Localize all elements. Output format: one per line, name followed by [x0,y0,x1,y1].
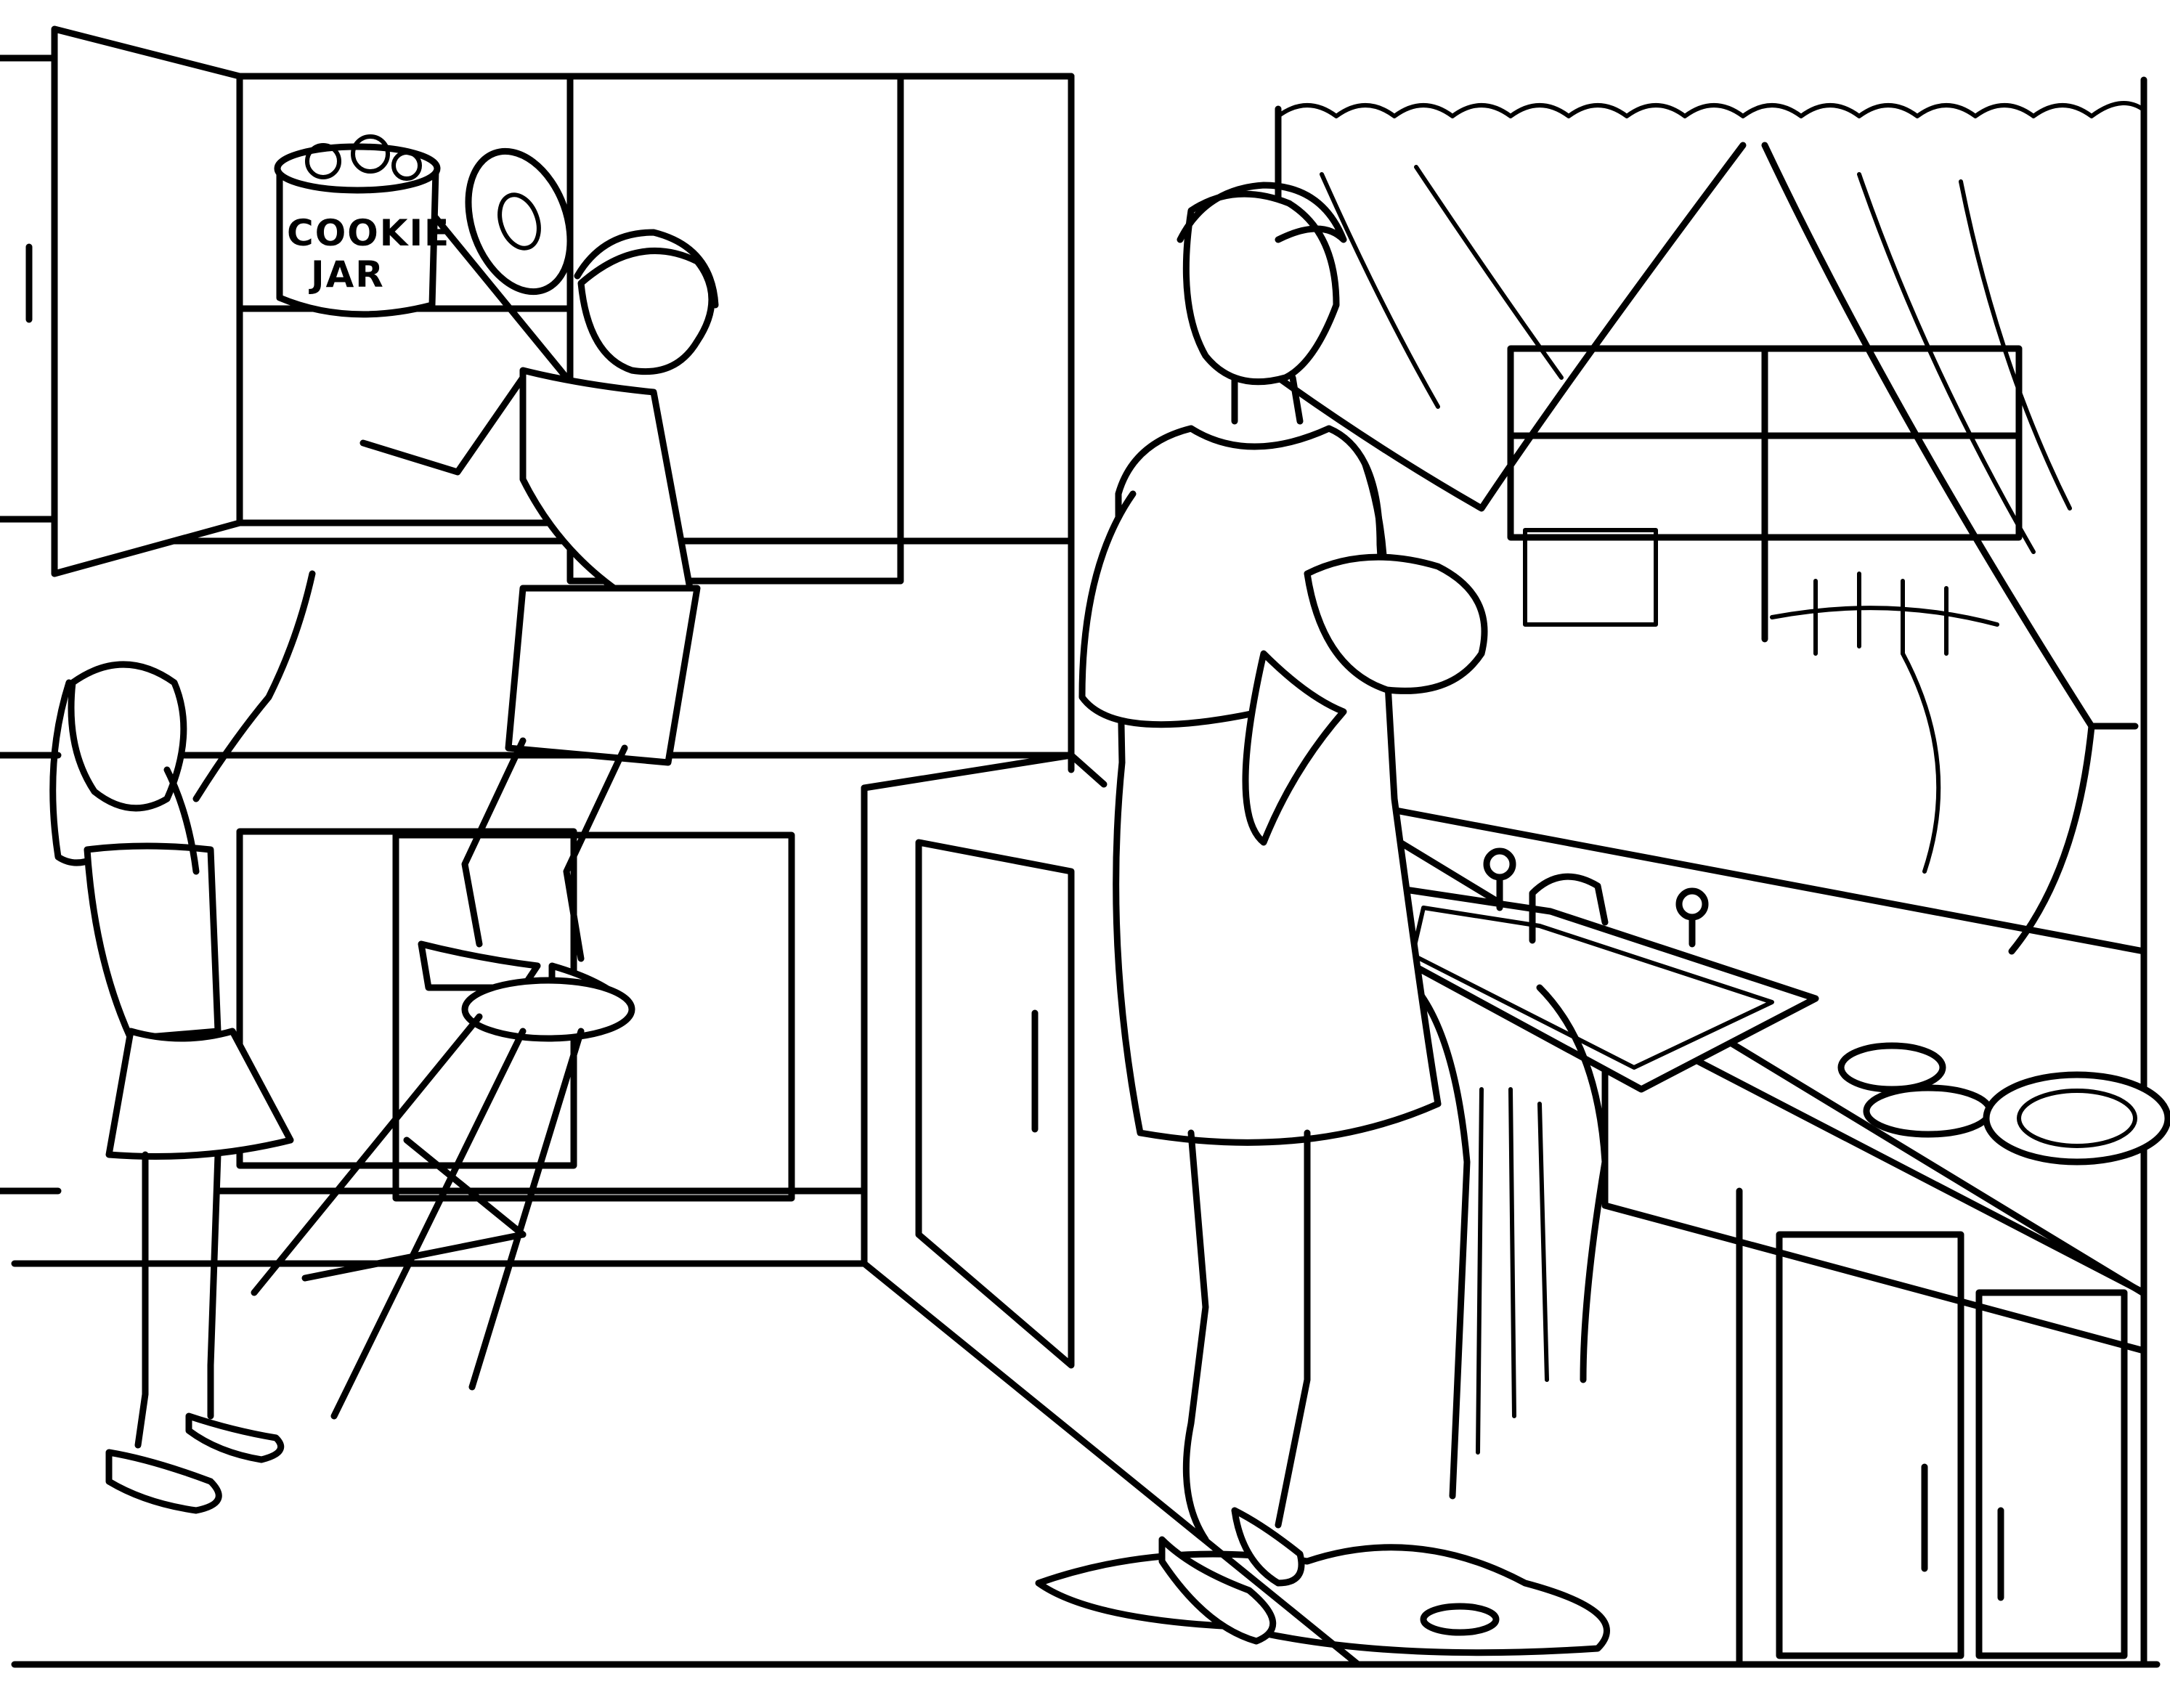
cookie-jar-label-line1: COOKIE [287,212,450,254]
curtains [1275,101,2145,955]
outside-trees [1770,572,1999,874]
window [1275,105,2147,955]
cookie-jar: COOKIE JAR [274,134,450,318]
counter-cabinets [861,752,2147,1668]
boy [359,214,719,1028]
mother [1078,182,1488,1645]
room-outline [0,54,2161,1668]
open-cabinet-door [25,25,243,577]
cookie-jar-label-line2: JAR [309,253,385,296]
counter-dishes [1837,1042,2170,1166]
stool [251,977,635,1420]
girl [49,570,316,1514]
cookie-jar-lid [465,147,574,296]
faucet [1483,847,1709,948]
